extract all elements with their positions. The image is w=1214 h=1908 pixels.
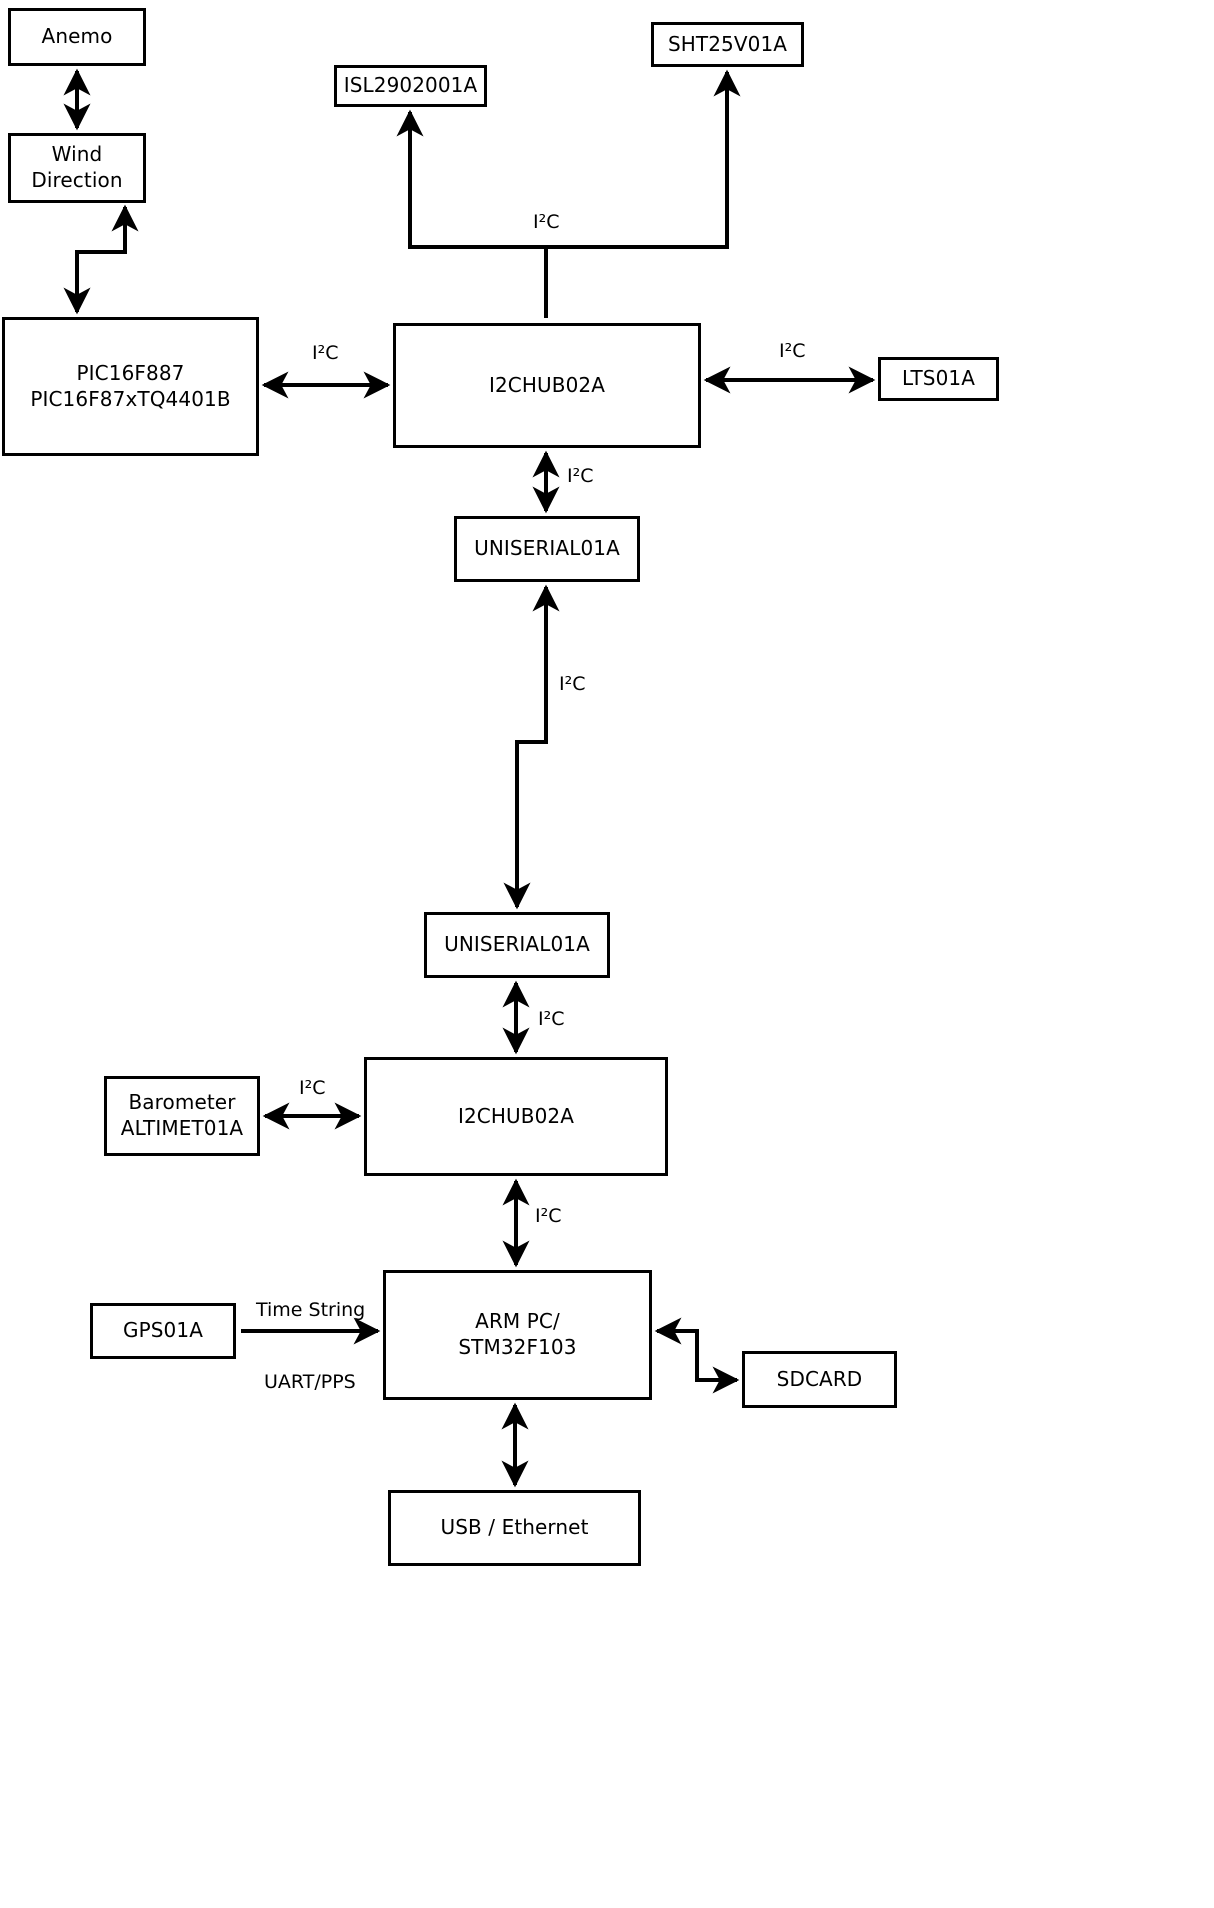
node-arm-pc-stm32f103-label: ARM PC/ STM32F103 — [458, 1309, 577, 1359]
node-pic16f887-label: PIC16F887 PIC16F87xTQ4401B — [30, 360, 231, 411]
wire-bus-isl2902001a — [396, 109, 548, 318]
node-gps01a-label: GPS01A — [123, 1318, 203, 1343]
node-sdcard-label: SDCARD — [776, 1366, 863, 1391]
node-i2chub02a-top-label: I2CHUB02A — [488, 372, 606, 397]
node-sht25v01a-label: SHT25V01A — [667, 31, 788, 56]
wire-uniserial-a-b — [503, 584, 560, 910]
edge-label-i2c-uniserial-link: I²C — [559, 674, 586, 695]
edge-label-i2c-pic-hub: I²C — [312, 343, 339, 364]
edge-label-i2c-baro-hub2-text: I²C — [299, 1077, 326, 1099]
node-sht25v01a[interactable]: SHT25V01A — [651, 22, 804, 67]
node-uniserial01a-lower-label: UNISERIAL01A — [444, 932, 590, 957]
edge-label-i2c-bus-top: I²C — [533, 212, 560, 233]
node-usb-ethernet-label: USB / Ethernet — [440, 1515, 589, 1540]
edge-label-i2c-hub2-arm-text: I²C — [535, 1205, 562, 1227]
wire-arm-sdcard — [654, 1317, 740, 1394]
edge-label-i2c-bus-top-text: I²C — [533, 211, 560, 233]
edge-label-i2c-hub-uniserial-text: I²C — [567, 465, 594, 487]
node-pic16f887[interactable]: PIC16F887 PIC16F87xTQ4401B — [2, 317, 259, 456]
edge-label-uart-pps: UART/PPS — [264, 1372, 356, 1393]
edge-label-time-string: Time String — [256, 1300, 365, 1321]
wire-wind-direction-pic — [63, 204, 139, 315]
node-uniserial01a-upper-label: UNISERIAL01A — [474, 536, 620, 561]
node-gps01a[interactable]: GPS01A — [90, 1303, 236, 1359]
edge-label-i2c-hub-lts-text: I²C — [779, 340, 806, 362]
node-i2chub02a-bottom[interactable]: I2CHUB02A — [364, 1057, 668, 1176]
node-wind-direction-label: Wind Direction — [31, 142, 123, 192]
node-isl2902001a-label: ISL2902001A — [343, 73, 478, 98]
edge-label-i2c-baro-hub2: I²C — [299, 1078, 326, 1099]
node-lts01a-label: LTS01A — [901, 366, 976, 391]
node-wind-direction[interactable]: Wind Direction — [8, 133, 146, 203]
node-isl2902001a[interactable]: ISL2902001A — [334, 65, 487, 107]
node-i2chub02a-top[interactable]: I2CHUB02A — [393, 323, 701, 448]
node-lts01a[interactable]: LTS01A — [878, 357, 999, 401]
edge-label-i2c-hub-uniserial: I²C — [567, 466, 594, 487]
edge-label-uart-pps-text: UART/PPS — [264, 1371, 356, 1393]
node-i2chub02a-bottom-label: I2CHUB02A — [457, 1103, 575, 1128]
edge-label-i2c-uniserial-link-text: I²C — [559, 673, 586, 695]
node-barometer-altimet01a-label: Barometer ALTIMET01A — [120, 1090, 244, 1140]
node-barometer-altimet01a[interactable]: Barometer ALTIMET01A — [104, 1076, 260, 1156]
node-uniserial01a-upper[interactable]: UNISERIAL01A — [454, 516, 640, 582]
edge-label-i2c-hub2-arm: I²C — [535, 1206, 562, 1227]
node-arm-pc-stm32f103[interactable]: ARM PC/ STM32F103 — [383, 1270, 652, 1400]
node-anemo-label: Anemo — [41, 24, 113, 49]
node-usb-ethernet[interactable]: USB / Ethernet — [388, 1490, 641, 1566]
node-anemo[interactable]: Anemo — [8, 8, 146, 66]
edge-label-i2c-pic-hub-text: I²C — [312, 342, 339, 364]
edge-label-i2c-uniserial-hub2: I²C — [538, 1009, 565, 1030]
edge-label-time-string-text: Time String — [256, 1299, 366, 1321]
node-uniserial01a-lower[interactable]: UNISERIAL01A — [424, 912, 610, 978]
edge-label-i2c-uniserial-hub2-text: I²C — [538, 1008, 565, 1030]
node-sdcard[interactable]: SDCARD — [742, 1351, 897, 1408]
edge-label-i2c-hub-lts: I²C — [779, 341, 806, 362]
wire-bus-sht25v01a — [544, 69, 741, 318]
